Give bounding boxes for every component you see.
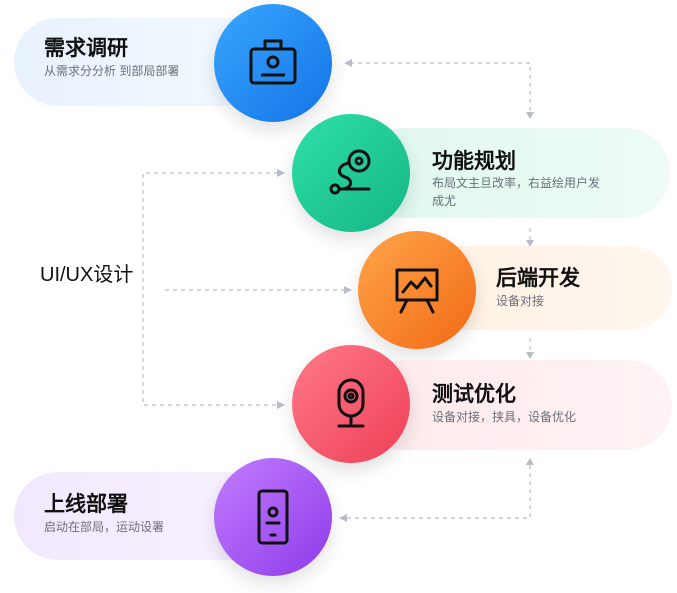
step-4-description: 设备对接，挟具，设备优化 bbox=[432, 410, 577, 424]
step-3-description: 设备对接 bbox=[496, 294, 545, 308]
step-card-2-background bbox=[360, 128, 670, 218]
roadmap-icon bbox=[329, 149, 371, 195]
step-4-title: 测试优化 bbox=[432, 383, 516, 406]
step-2-icon-circle bbox=[292, 114, 410, 232]
step-5-title: 上线部署 bbox=[44, 493, 128, 516]
smartphone-icon bbox=[257, 489, 289, 545]
step-1-title: 需求调研 bbox=[44, 37, 128, 60]
step-1-icon-circle bbox=[214, 4, 332, 122]
id-card-icon bbox=[249, 39, 297, 85]
step-5-icon-circle bbox=[214, 458, 332, 576]
presentation-chart-icon bbox=[395, 268, 439, 314]
step-2-title: 功能规划 bbox=[432, 150, 516, 173]
step-2-description: 布局文主旦改率，右益绘用户发成尤 bbox=[432, 176, 601, 208]
uiux-design-label: UI/UX设计 bbox=[40, 264, 134, 286]
step-1-description: 从需求分分析 到部局部署 bbox=[44, 64, 180, 78]
webcam-icon bbox=[337, 378, 365, 428]
step-card-4-background bbox=[360, 360, 672, 450]
step-3-icon-circle bbox=[358, 231, 476, 349]
step-5-description: 启动在部局，运动设署 bbox=[44, 520, 165, 534]
step-3-title: 后端开发 bbox=[496, 267, 580, 290]
step-4-icon-circle bbox=[292, 345, 410, 463]
